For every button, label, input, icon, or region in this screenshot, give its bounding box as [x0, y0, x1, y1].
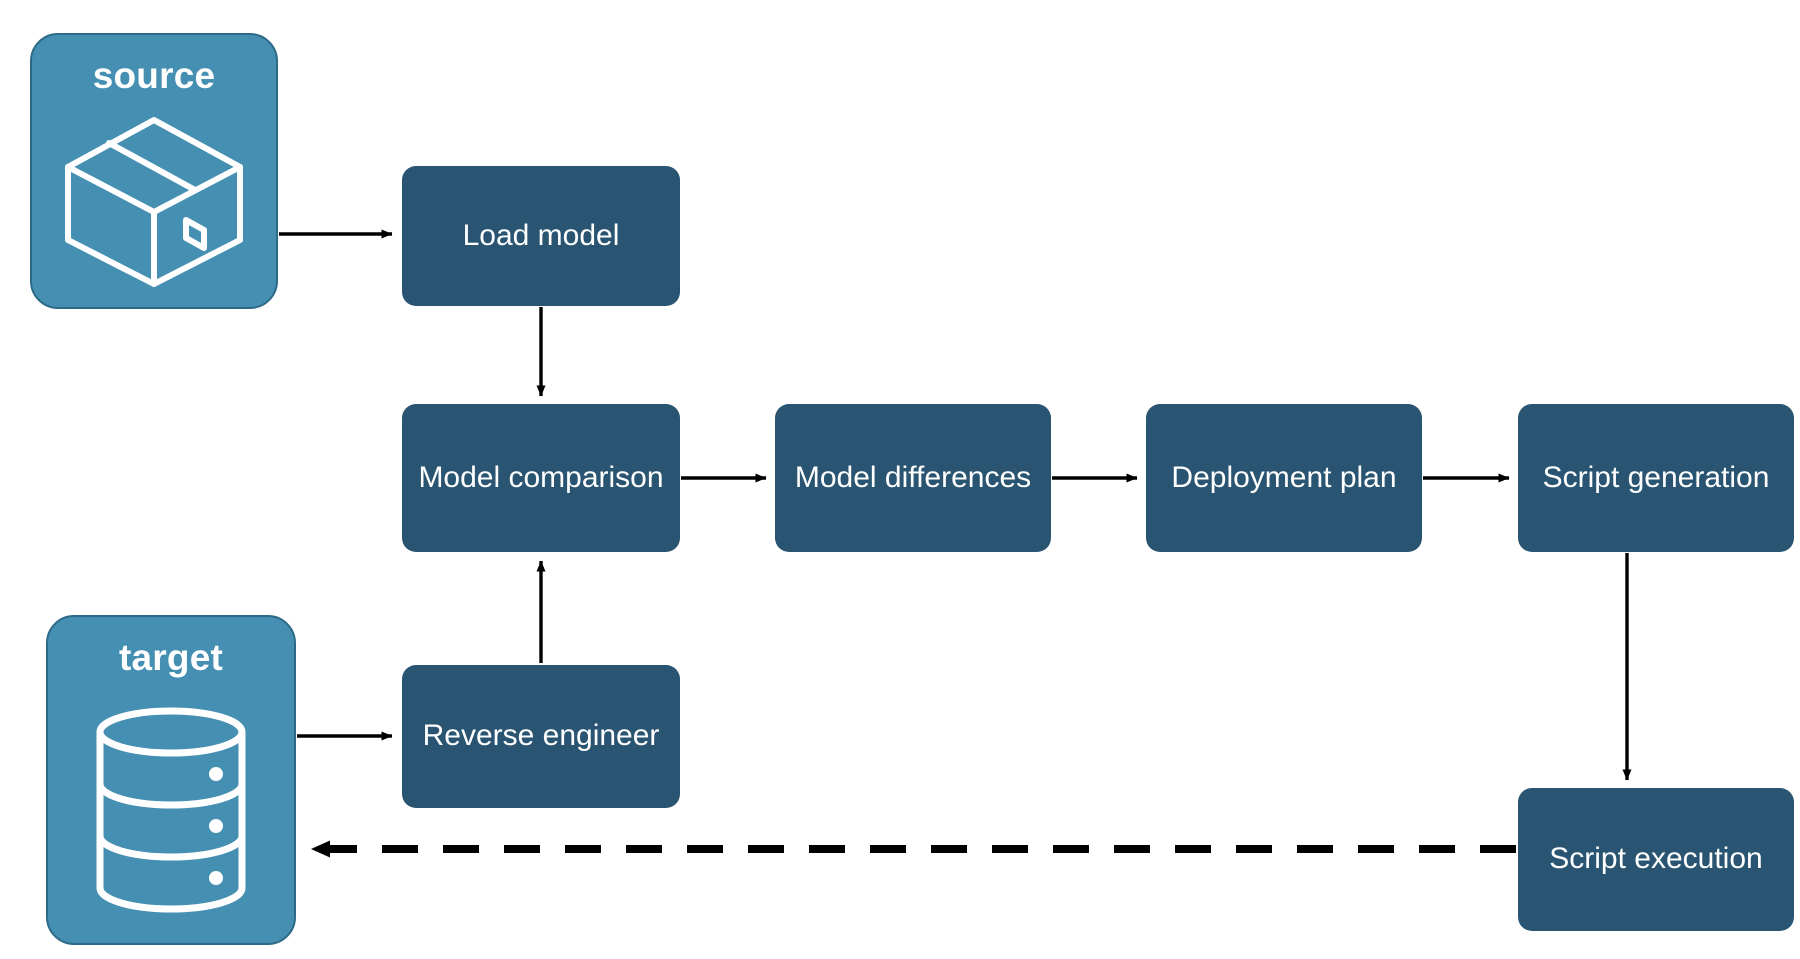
process-script-execution[interactable]: Script execution	[1518, 788, 1794, 931]
endpoint-target-label: target	[119, 637, 223, 678]
process-load-model[interactable]: Load model	[402, 166, 680, 306]
package-box-icon	[32, 94, 276, 307]
database-cylinder-icon	[48, 676, 294, 943]
process-script-generation-label: Script generation	[1542, 460, 1770, 494]
endpoint-target[interactable]: target	[46, 615, 296, 945]
process-reverse-engineer[interactable]: Reverse engineer	[402, 665, 680, 808]
process-model-comparison-label: Model comparison	[418, 460, 664, 494]
process-model-differences-label: Model differences	[794, 460, 1032, 494]
endpoint-source[interactable]: source	[30, 33, 278, 309]
process-script-generation[interactable]: Script generation	[1518, 404, 1794, 552]
process-deployment-plan-label: Deployment plan	[1171, 460, 1397, 494]
endpoint-source-label: source	[92, 55, 216, 96]
process-load-model-label: Load model	[462, 218, 620, 252]
process-script-execution-label: Script execution	[1549, 842, 1763, 876]
process-reverse-engineer-label: Reverse engineer	[422, 719, 660, 753]
process-model-differences[interactable]: Model differences	[775, 404, 1051, 552]
process-deployment-plan[interactable]: Deployment plan	[1146, 404, 1422, 552]
process-model-comparison[interactable]: Model comparison	[402, 404, 680, 552]
